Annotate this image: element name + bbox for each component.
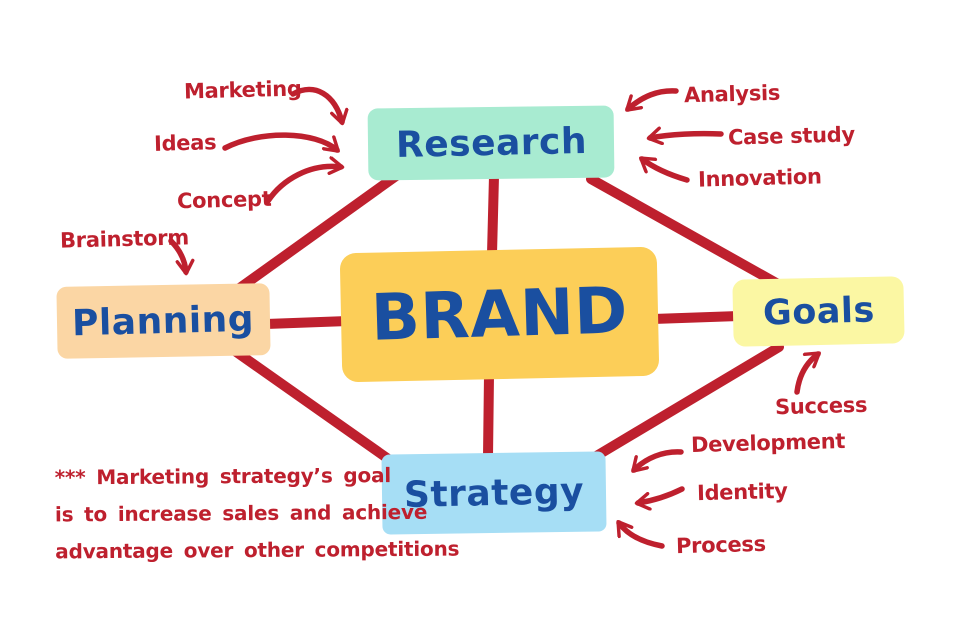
connector-lines	[225, 171, 784, 468]
annotation-case-study: Case study	[727, 122, 856, 150]
curved-arrow-icon-process	[616, 523, 665, 549]
node-brand: BRAND	[339, 246, 660, 383]
note-line-3: advantage over other competitions	[55, 536, 460, 564]
curved-arrow-icon-innovation	[642, 156, 690, 183]
node-goals: Goals	[732, 276, 905, 347]
node-planning: Planning	[56, 283, 271, 359]
line-brand-goals	[648, 311, 744, 324]
line-planning-brand	[261, 316, 353, 329]
line-research-planning	[225, 171, 401, 300]
annotation-process: Process	[675, 531, 767, 559]
curved-arrow-icon-concept	[265, 166, 341, 204]
annotation-innovation: Innovation	[697, 164, 822, 192]
curved-arrow-icon-identity	[638, 486, 685, 503]
line-planning-strategy	[230, 346, 399, 468]
node-planning-label: Planning	[71, 298, 256, 344]
node-goals-label: Goals	[762, 289, 875, 334]
curved-arrow-icon-ideas	[222, 132, 337, 153]
curved-arrow-icon-development	[634, 449, 684, 470]
curved-arrow-icon-success	[794, 351, 818, 395]
note-line-1: *** Marketing strategy’s goal	[54, 463, 392, 490]
annotation-analysis: Analysis	[683, 80, 781, 108]
annotation-marketing: Marketing	[183, 76, 302, 104]
annotation-arrows	[168, 86, 818, 549]
curved-arrow-icon-marketing	[290, 86, 342, 122]
annotation-success: Success	[774, 392, 868, 420]
node-brand-label: BRAND	[370, 273, 629, 356]
annotation-identity: Identity	[696, 478, 788, 506]
annotation-brainstorm: Brainstorm	[59, 225, 190, 253]
line-research-brand	[487, 171, 499, 259]
curved-arrow-icon-analysis	[628, 88, 679, 112]
node-research-label: Research	[395, 120, 587, 166]
note-line-2: is to increase sales and achieve	[54, 499, 428, 527]
curved-arrow-icon-case-study	[650, 134, 724, 138]
line-brand-strategy	[483, 370, 494, 462]
curved-arrow-icon-brainstorm	[168, 238, 186, 272]
line-research-goals	[586, 174, 783, 289]
node-research: Research	[367, 105, 615, 181]
marketing-goal-note: *** Marketing strategy’s goal is to incr…	[55, 457, 460, 571]
line-goals-strategy	[583, 342, 784, 466]
annotation-development: Development	[690, 428, 846, 458]
annotation-ideas: Ideas	[153, 130, 217, 156]
annotation-concept: Concept	[176, 186, 272, 214]
